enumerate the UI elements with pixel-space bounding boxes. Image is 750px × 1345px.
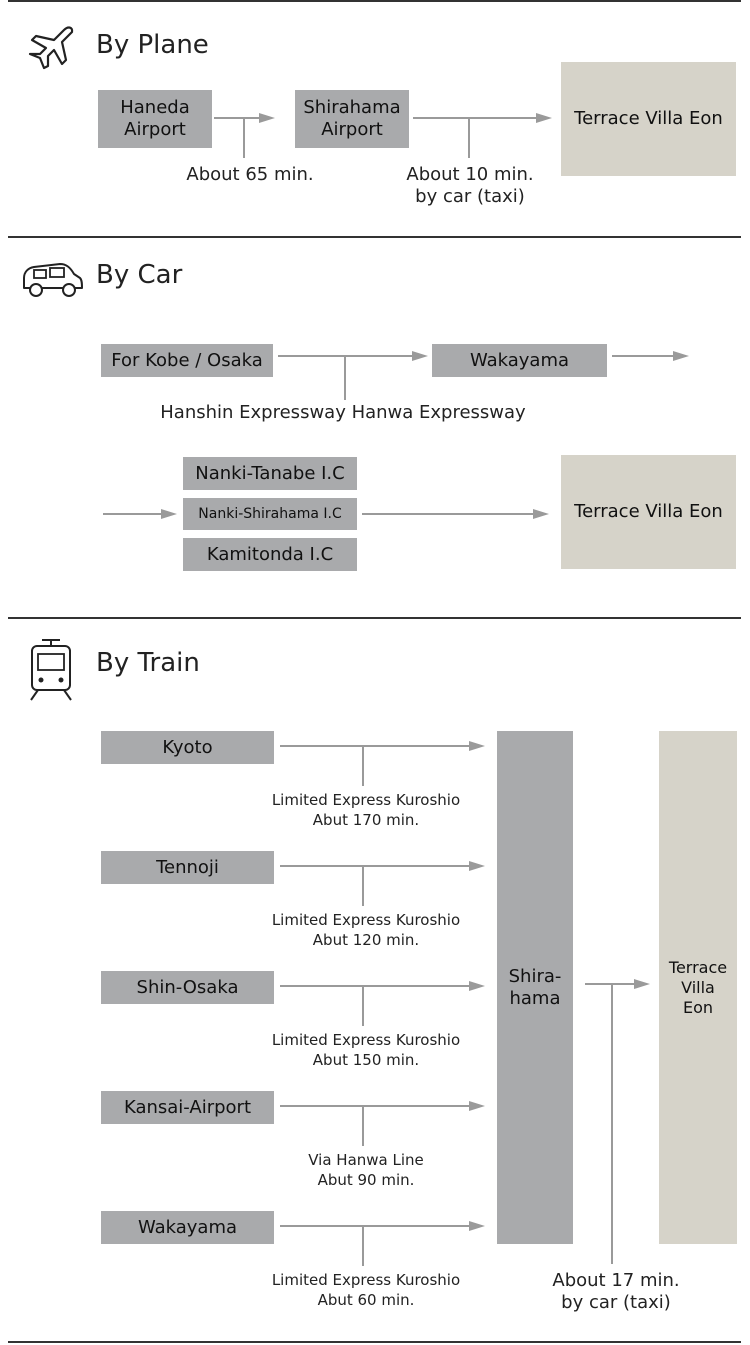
car-arrow-2-head bbox=[673, 351, 689, 361]
route-arrow-head bbox=[469, 1221, 485, 1231]
train-destination-box: Terrace Villa Eon bbox=[659, 731, 737, 1244]
route-info: Limited Express Kuroshio Abut 120 min. bbox=[271, 911, 461, 949]
ic-kamitonda: Kamitonda I.C bbox=[183, 538, 357, 571]
bottom-divider bbox=[8, 1341, 741, 1343]
car-arrow-2 bbox=[612, 355, 674, 357]
car-arrow-4-head bbox=[533, 509, 549, 519]
route-arrow-head bbox=[469, 861, 485, 871]
ic-nanki-tanabe: Nanki-Tanabe I.C bbox=[183, 457, 357, 490]
route-line bbox=[280, 1225, 470, 1227]
station-box: Shin-Osaka bbox=[101, 971, 274, 1004]
car-title: By Car bbox=[96, 260, 183, 290]
route-connector bbox=[362, 746, 364, 786]
plane-arrow-1 bbox=[214, 117, 260, 119]
plane-leg2-label: About 10 min. by car (taxi) bbox=[406, 164, 534, 207]
plane-leg1-label: About 65 min. bbox=[186, 164, 314, 185]
train-icon bbox=[30, 639, 72, 701]
final-connector bbox=[611, 984, 613, 1264]
car-connector-1 bbox=[344, 356, 346, 400]
car-wakayama-box: Wakayama bbox=[432, 344, 607, 377]
train-title: By Train bbox=[96, 648, 200, 678]
plane-connector-1 bbox=[243, 118, 245, 158]
car-destination-box: Terrace Villa Eon bbox=[561, 455, 736, 569]
route-info: Limited Express Kuroshio Abut 60 min. bbox=[271, 1271, 461, 1309]
route-connector bbox=[362, 1226, 364, 1266]
car-road-label: Hanshin Expressway Hanwa Expressway bbox=[160, 402, 526, 423]
car-arrow-1-head bbox=[412, 351, 428, 361]
plane-destination-box: Terrace Villa Eon bbox=[561, 62, 736, 176]
shirahama-hub-box: Shira- hama bbox=[497, 731, 573, 1244]
route-connector bbox=[362, 986, 364, 1026]
plane-arrow-2 bbox=[413, 117, 537, 119]
route-line bbox=[280, 745, 470, 747]
hub-to-dest-line bbox=[585, 983, 635, 985]
hub-to-dest-arrow-head bbox=[634, 979, 650, 989]
station-box: Tennoji bbox=[101, 851, 274, 884]
car-arrow-3-head bbox=[161, 509, 177, 519]
route-arrow-head bbox=[469, 741, 485, 751]
route-connector bbox=[362, 866, 364, 906]
route-info: Limited Express Kuroshio Abut 150 min. bbox=[271, 1031, 461, 1069]
car-arrow-4 bbox=[362, 513, 534, 515]
plane-arrow-1-head bbox=[259, 113, 275, 123]
route-info: Via Hanwa Line Abut 90 min. bbox=[308, 1151, 424, 1189]
station-box: Wakayama bbox=[101, 1211, 274, 1244]
car-train-divider bbox=[8, 617, 741, 619]
train-final-label: About 17 min. by car (taxi) bbox=[552, 1270, 680, 1313]
station-box: Kyoto bbox=[101, 731, 274, 764]
car-icon bbox=[23, 263, 83, 297]
route-connector bbox=[362, 1106, 364, 1146]
plane-car-divider bbox=[8, 236, 741, 238]
route-line bbox=[280, 865, 470, 867]
plane-title: By Plane bbox=[96, 30, 209, 60]
kobe-osaka-box: For Kobe / Osaka bbox=[101, 344, 273, 377]
ic-nanki-shirahama: Nanki-Shirahama I.C bbox=[183, 498, 357, 530]
plane-connector-2 bbox=[468, 118, 470, 158]
route-line bbox=[280, 1105, 470, 1107]
route-arrow-head bbox=[469, 1101, 485, 1111]
plane-arrow-2-head bbox=[536, 113, 552, 123]
airplane-icon bbox=[28, 26, 74, 70]
car-arrow-3 bbox=[103, 513, 163, 515]
route-info: Limited Express Kuroshio Abut 170 min. bbox=[271, 791, 461, 829]
car-arrow-1 bbox=[278, 355, 414, 357]
top-divider bbox=[8, 0, 741, 2]
haneda-airport-box: Haneda Airport bbox=[98, 90, 212, 148]
shirahama-airport-box: Shirahama Airport bbox=[295, 90, 409, 148]
route-line bbox=[280, 985, 470, 987]
route-arrow-head bbox=[469, 981, 485, 991]
station-box: Kansai-Airport bbox=[101, 1091, 274, 1124]
